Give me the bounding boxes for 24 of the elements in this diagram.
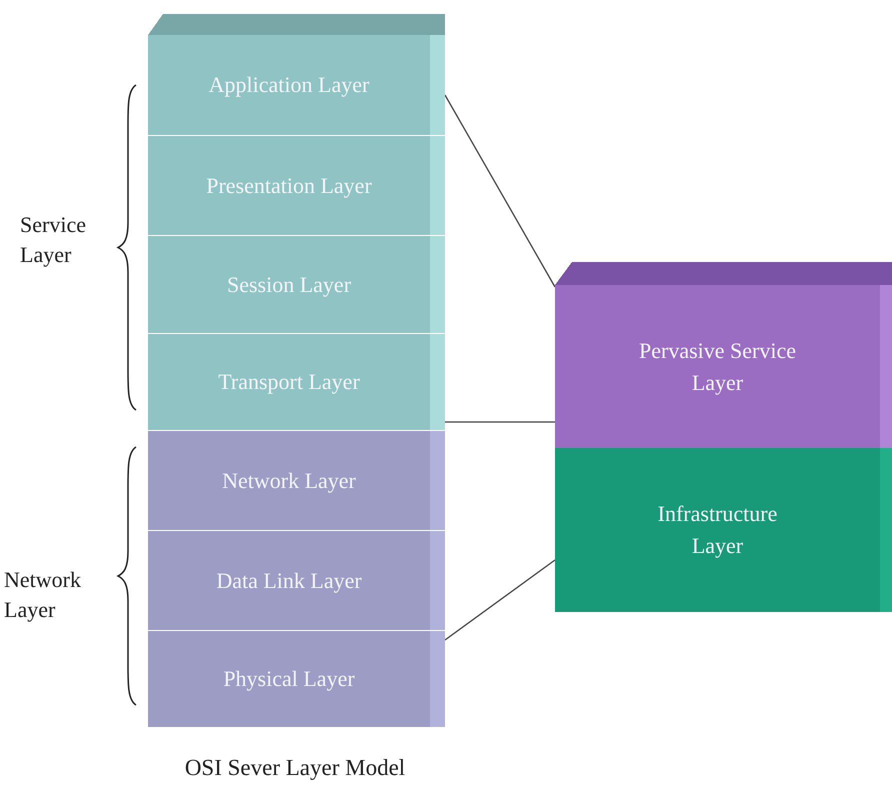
group-label: Network Layer <box>4 566 82 624</box>
layer-block <box>148 235 445 333</box>
connector-line <box>445 421 555 423</box>
layer-name: Session Layer <box>226 270 352 299</box>
caption: OSI Sever Layer Model <box>184 754 406 782</box>
layer-block <box>148 14 445 135</box>
layer-block <box>555 448 892 612</box>
group-label: Service Layer <box>20 211 87 269</box>
layer-name: Transport Layer <box>218 368 360 396</box>
layer-name: Data Link Layer <box>216 566 362 595</box>
layer-name: Application Layer <box>208 71 370 100</box>
layer-name: Pervasive Service Layer <box>638 336 797 397</box>
connector-line <box>444 559 556 641</box>
connector-line <box>444 94 556 288</box>
layer-name: Network Layer <box>222 466 356 495</box>
layer-block <box>555 262 892 448</box>
layer-block <box>148 333 445 430</box>
layer-block <box>148 430 445 530</box>
layer-block <box>148 530 445 630</box>
layer-name: Presentation Layer <box>206 172 372 200</box>
layer-name: Physical Layer <box>223 665 355 694</box>
layer-name: Infrastructure Layer <box>656 500 778 560</box>
layer-block <box>148 630 445 727</box>
layer-block <box>148 135 445 235</box>
